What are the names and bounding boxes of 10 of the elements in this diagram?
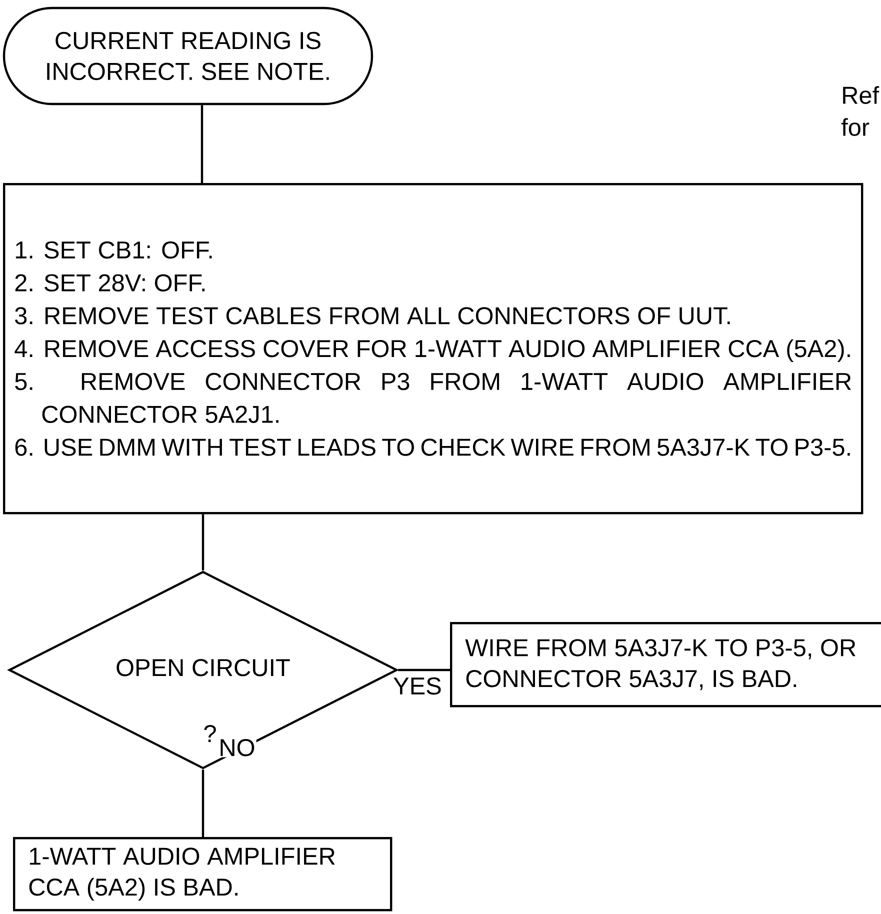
process-box: WIRE FROM 5A3J7-K TO P3-5, OR CONNECTOR 5A3J7, IS BAD. bbox=[450, 622, 881, 708]
connector-line bbox=[398, 668, 450, 672]
note-text: Ref bbox=[843, 86, 880, 104]
connector-line bbox=[202, 770, 204, 837]
connector-line bbox=[200, 105, 204, 183]
edge-label: NO bbox=[218, 738, 256, 758]
process-box: 1-WATT AUDIO AMPLIFIER CCA (5A2) IS BAD. bbox=[13, 837, 392, 912]
note-text: for bbox=[841, 118, 870, 136]
connector-line bbox=[202, 514, 204, 570]
process-box: 1. SET CB1: OFF. 2. SET 28V: OFF. 3. REMOVE TEST CABLES FROM ALL CONNECTORS OF UUT. 4. REMOVE ACCESS COVER FOR 1-WATT AUDIO AMPLIFIER CCA (5A2). 5. REMOVE CONNECTOR P3 FROM 1-WATT AUDIO AMPLIFIER CONNECTOR 5A2J1. 6. USE DMM WITH TEST LEADS TO CHECK WIRE FROM 5A3J7-K TO P3-5. bbox=[3, 183, 864, 514]
